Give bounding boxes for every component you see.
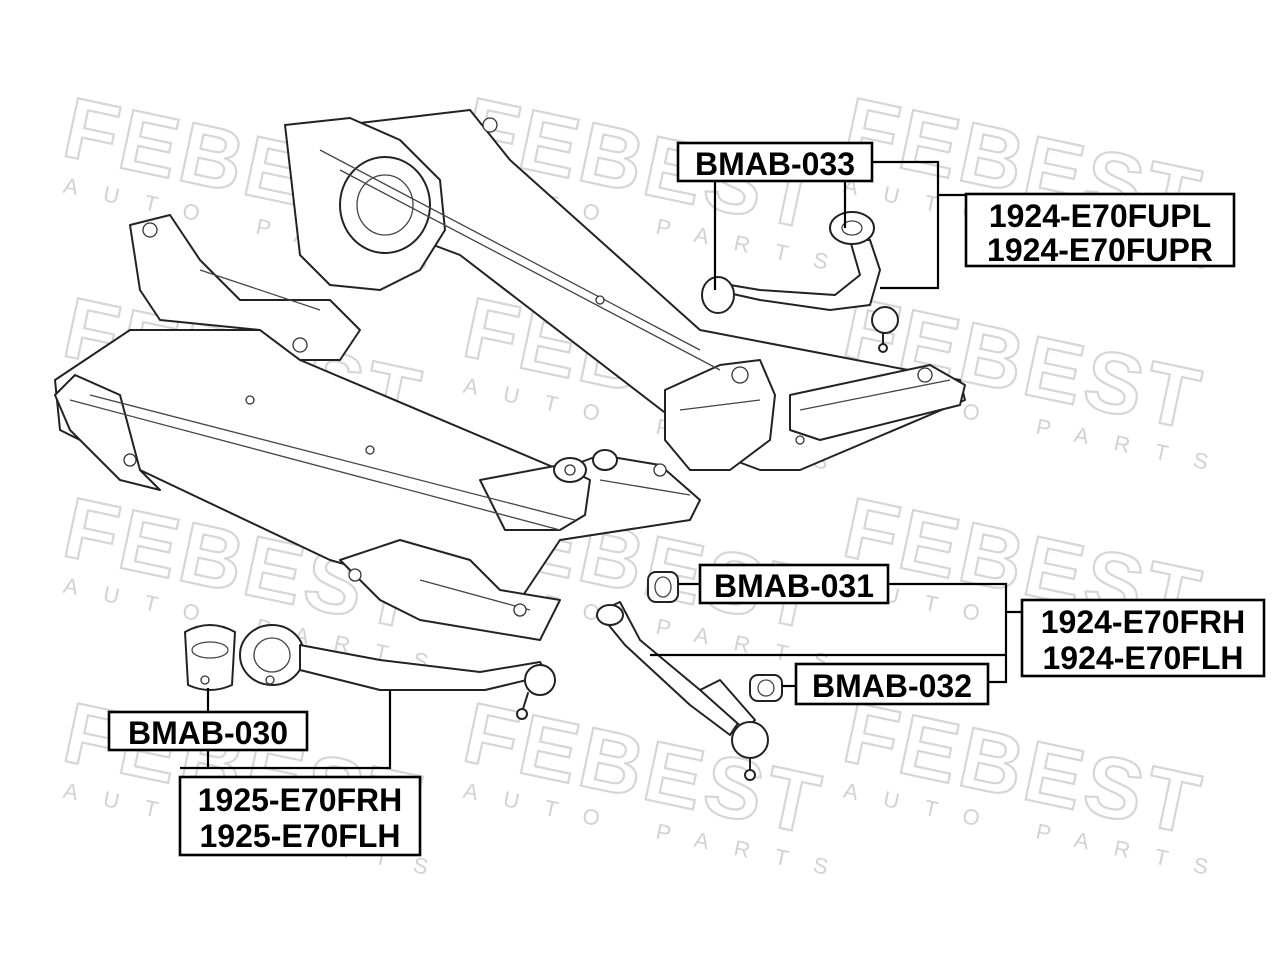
- label-upper-arm-right-text: 1924-E70FUPR: [987, 232, 1213, 268]
- label-upper-bushing: BMAB-033: [676, 141, 874, 183]
- label-rear-bushing-text: BMAB-030: [128, 715, 288, 751]
- label-rear-bushing: BMAB-030: [107, 710, 309, 752]
- label-lower-arm: 1924-E70FRH 1924-E70FLH: [1020, 598, 1266, 678]
- label-upper-bushing-text: BMAB-033: [695, 146, 855, 182]
- label-rear-arm: 1925-E70FRH 1925-E70FLH: [178, 775, 422, 857]
- label-lower-arm-left-text: 1924-E70FLH: [1043, 640, 1244, 676]
- label-front-bushing: BMAB-031: [698, 563, 890, 605]
- label-rear-arm-left-text: 1925-E70FLH: [200, 818, 401, 854]
- label-upper-arm-left-text: 1924-E70FUPL: [989, 198, 1211, 234]
- label-front-bushing-text: BMAB-031: [714, 568, 874, 604]
- watermark-bottom-center: FEBEST AUTO PARTS: [455, 684, 856, 885]
- front-subframe: [54, 109, 966, 641]
- watermark-bottom-right: FEBEST AUTO PARTS: [835, 684, 1236, 885]
- label-lower-bushing-small: BMAB-032: [794, 662, 990, 706]
- label-upper-arm: 1924-E70FUPL 1924-E70FUPR: [964, 192, 1236, 268]
- upper-control-arm: [701, 211, 899, 353]
- leader-lines: [180, 160, 1022, 770]
- label-lower-arm-right-text: 1924-E70FRH: [1041, 604, 1246, 640]
- lower-control-arm-right: [596, 571, 783, 781]
- label-lower-bushing-small-text: BMAB-032: [812, 668, 972, 704]
- label-rear-arm-right-text: 1925-E70FRH: [198, 782, 403, 818]
- rear-lower-arm: [184, 624, 556, 720]
